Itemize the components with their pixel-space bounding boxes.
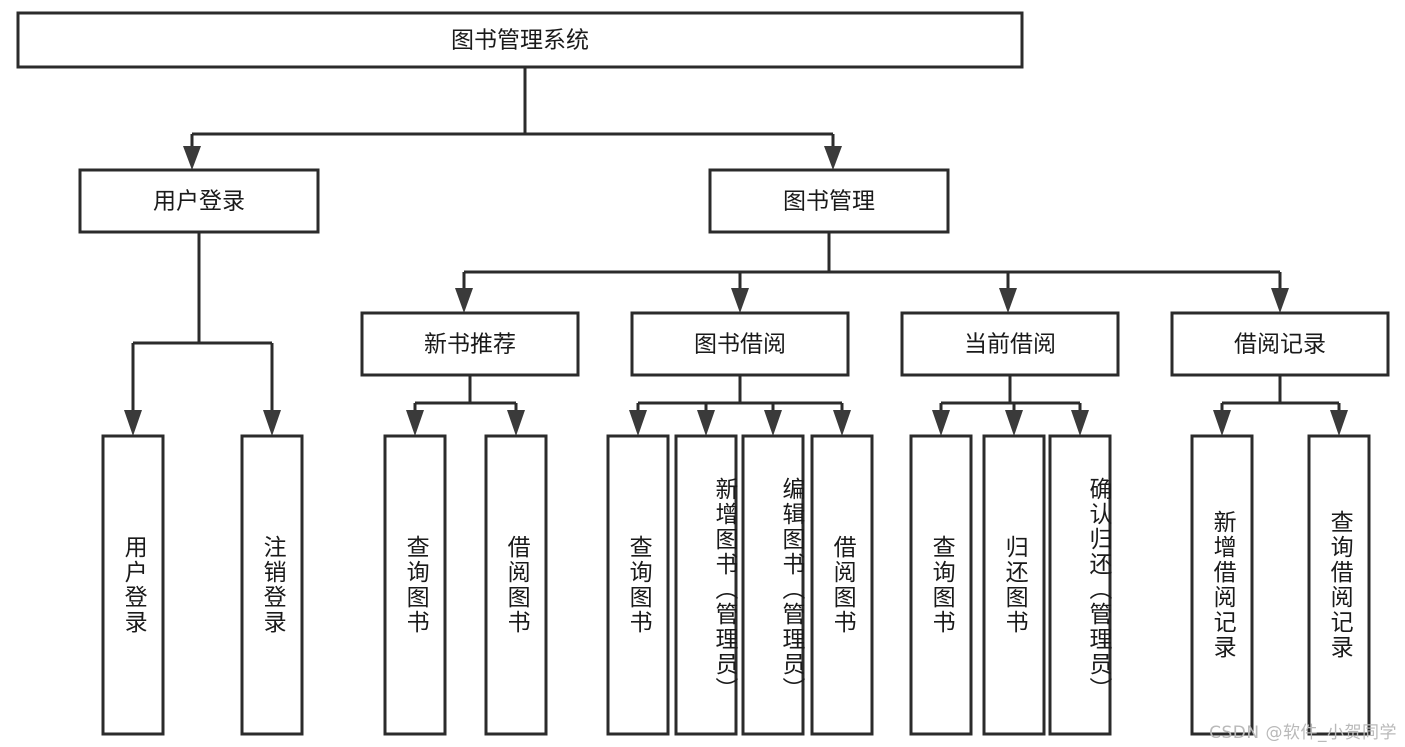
horizontal-node-labels: 图书管理系统 用户登录 图书管理 新书推荐 图书借阅 当前借阅 借阅记录 <box>153 28 1326 358</box>
label-new-book-recommend: 新书推荐 <box>424 332 516 358</box>
arrowhead-leaf-add-borrow-record <box>1213 410 1231 436</box>
node-box-borrow-records[interactable] <box>1170 311 1390 377</box>
arrowhead-leaf-borrow-book-recommend <box>507 410 525 436</box>
node-box-root[interactable] <box>16 11 1024 69</box>
node-box-new-book-recommend[interactable] <box>360 311 580 377</box>
node-box-leaf-query-book-current[interactable] <box>909 434 973 736</box>
arrowhead-leaf-user-logout <box>263 410 281 436</box>
node-box-leaf-user-logout[interactable] <box>240 434 304 736</box>
edges-newbook-to-leaves <box>406 375 525 436</box>
edges-bookborrow-to-leaves <box>629 375 851 436</box>
label-root: 图书管理系统 <box>451 28 589 54</box>
node-box-book-management[interactable] <box>708 168 950 234</box>
arrowhead-user-login <box>183 146 201 170</box>
node-box-user-login[interactable] <box>78 168 320 234</box>
node-boxes <box>16 11 1390 736</box>
node-box-leaf-user-login[interactable] <box>101 434 165 736</box>
arrowhead-leaf-query-book-borrow <box>629 410 647 436</box>
label-current-borrow: 当前借阅 <box>964 332 1056 358</box>
watermark-text: CSDN @软件_小贺同学 <box>1209 723 1397 743</box>
arrowhead-leaf-confirm-return-admin <box>1071 410 1089 436</box>
arrowhead-book-management <box>824 146 842 170</box>
node-box-leaf-query-book-recommend[interactable] <box>383 434 447 736</box>
node-box-leaf-confirm-return-admin[interactable] <box>1048 434 1112 736</box>
arrowhead-new-book-recommend <box>455 288 473 313</box>
edges-userlogin-to-leaves <box>124 232 281 436</box>
arrowhead-leaf-edit-book-admin <box>764 410 782 436</box>
edges-currentborrow-to-leaves <box>932 375 1089 436</box>
node-box-current-borrow[interactable] <box>900 311 1120 377</box>
edges-borrowrecords-to-leaves <box>1213 375 1348 436</box>
arrowhead-leaf-user-login <box>124 410 142 436</box>
arrowhead-leaf-query-book-recommend <box>406 410 424 436</box>
arrowhead-book-borrow <box>731 288 749 313</box>
arrowhead-current-borrow <box>999 288 1017 313</box>
node-box-leaf-query-book-borrow[interactable] <box>606 434 670 736</box>
label-user-login: 用户登录 <box>153 189 245 215</box>
edges-bookmgmt-to-level3 <box>455 232 1289 313</box>
arrowhead-leaf-borrow-book <box>833 410 851 436</box>
arrowhead-leaf-query-borrow-record <box>1330 410 1348 436</box>
arrowhead-borrow-records <box>1271 288 1289 313</box>
node-box-leaf-add-borrow-record[interactable] <box>1190 434 1254 736</box>
node-box-leaf-query-borrow-record[interactable] <box>1307 434 1371 736</box>
label-borrow-records: 借阅记录 <box>1234 332 1326 358</box>
node-box-leaf-return-book[interactable] <box>982 434 1046 736</box>
label-book-management: 图书管理 <box>783 189 875 215</box>
node-box-leaf-borrow-book-recommend[interactable] <box>484 434 548 736</box>
edges-root-to-level2 <box>183 67 842 170</box>
node-box-book-borrow[interactable] <box>630 311 850 377</box>
node-box-leaf-add-book-admin[interactable] <box>674 434 738 736</box>
arrowhead-leaf-add-book-admin <box>697 410 715 436</box>
arrowhead-leaf-return-book <box>1005 410 1023 436</box>
arrowhead-leaf-query-book-current <box>932 410 950 436</box>
node-box-leaf-borrow-book[interactable] <box>810 434 874 736</box>
node-box-leaf-edit-book-admin[interactable] <box>741 434 805 736</box>
label-book-borrow: 图书借阅 <box>694 332 786 358</box>
